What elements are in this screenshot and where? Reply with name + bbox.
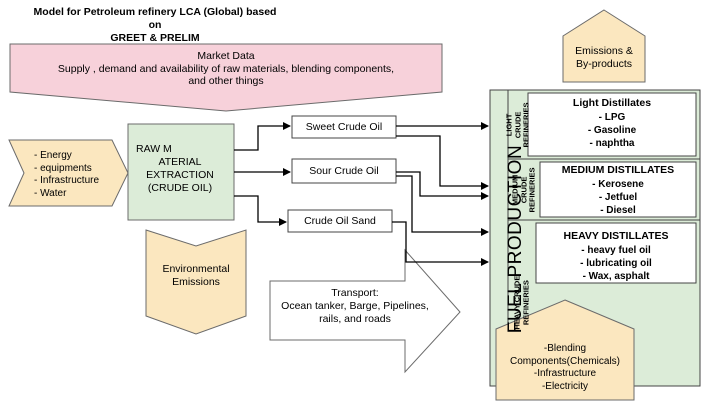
light-products-list: Light Distillates - LPG - Gasoline - nap…: [572, 97, 652, 149]
arrow-sand-to-heavy: [392, 221, 489, 266]
heavy-products-list: HEAVY DISTILLATES - heavy fuel oil - lub…: [563, 230, 669, 282]
crude-box-sour: [291, 158, 397, 184]
medium-products-box: [539, 161, 697, 218]
crude-box-sweet: [291, 115, 397, 139]
arrow-raw-to-sweet: [234, 122, 291, 151]
market-data-arrow: [9, 43, 443, 112]
transport-text: Transport: Ocean tanker, Barge, Pipeline…: [281, 287, 429, 326]
inputs-chevron: [8, 139, 129, 207]
emissions-byproducts-arrow: [562, 9, 646, 83]
environmental-emissions-chevron: [145, 229, 247, 335]
environmental-emissions-text: Environmental Emissions: [162, 263, 230, 288]
arrow-sour-to-heavy: [396, 175, 489, 236]
blending-components-text: -Blending Components(Chemicals) -Infrast…: [509, 343, 621, 392]
raw-material-text: RAW M ATERIAL EXTRACTION (CRUDE OIL): [136, 143, 214, 195]
emissions-byproducts-text: Emissions & By-products: [575, 45, 633, 70]
light-products-box: [527, 92, 697, 157]
raw-material-box: [127, 123, 235, 221]
heavy-products-box: [535, 222, 697, 284]
transport-arrow: [269, 248, 461, 374]
crude-label-sweet: Sweet Crude Oil: [305, 120, 383, 133]
arrow-sour-to-medium: [396, 171, 489, 200]
inputs-list: - Energy - equipments - Infrastructure -…: [34, 150, 100, 199]
market-data-text: Market Data Supply , demand and availabi…: [57, 50, 395, 88]
medium-products-list: MEDIUM DISTILLATES - Kerosene - Jetfuel …: [561, 164, 675, 216]
blending-components-arrow: [495, 299, 635, 401]
crude-label-sour: Sour Crude Oil: [309, 164, 379, 177]
diagram-title: Model for Petroleum refinery LCA (Global…: [33, 6, 277, 45]
arrow-raw-to-sand: [234, 195, 287, 226]
arrow-sweet-to-medium: [396, 135, 489, 190]
crude-box-sand: [287, 209, 393, 233]
crude-label-sand: Crude Oil Sand: [304, 214, 376, 227]
